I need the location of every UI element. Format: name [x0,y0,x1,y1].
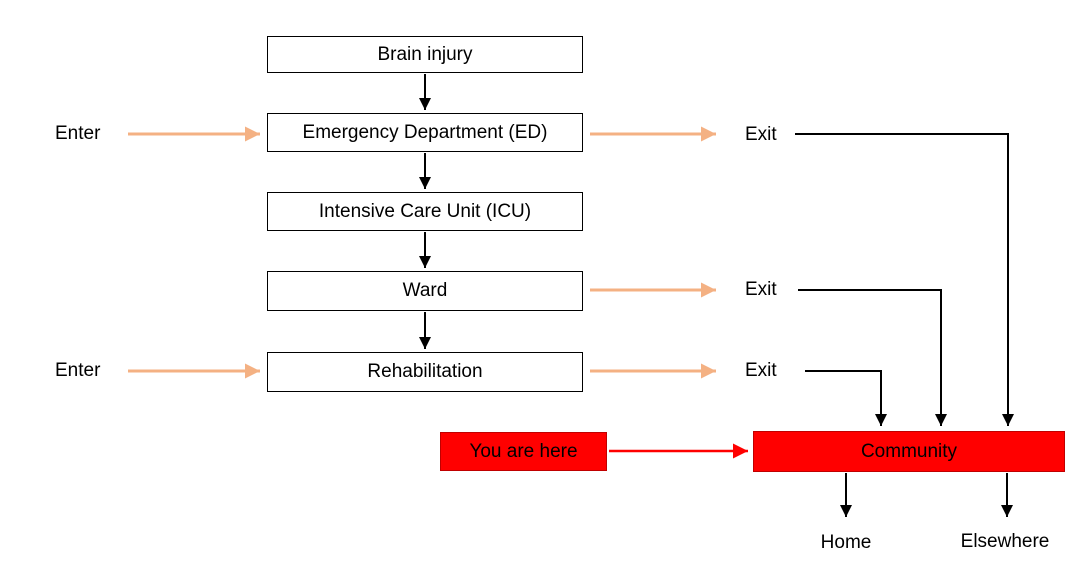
node-rehabilitation: Rehabilitation [267,352,583,392]
connector-exit-ward-to-community [798,289,947,426]
label-exit-ed: Exit [745,124,777,145]
node-community: Community [753,431,1065,472]
node-you-are-here: You are here [440,432,607,471]
node-brain-injury: Brain injury [267,36,583,73]
label-exit-ward: Exit [745,279,777,300]
node-ward: Ward [267,271,583,311]
connector-exit-ed-to-community [795,133,1014,426]
label-exit-rehab: Exit [745,360,777,381]
label-enter-ed: Enter [55,123,101,144]
label-enter-rehab: Enter [55,360,101,381]
node-intensive-care-unit: Intensive Care Unit (ICU) [267,192,583,231]
label-home: Home [820,532,872,553]
connector-exit-rehab-to-community [805,370,887,426]
label-elsewhere: Elsewhere [960,531,1050,552]
node-emergency-department: Emergency Department (ED) [267,113,583,152]
